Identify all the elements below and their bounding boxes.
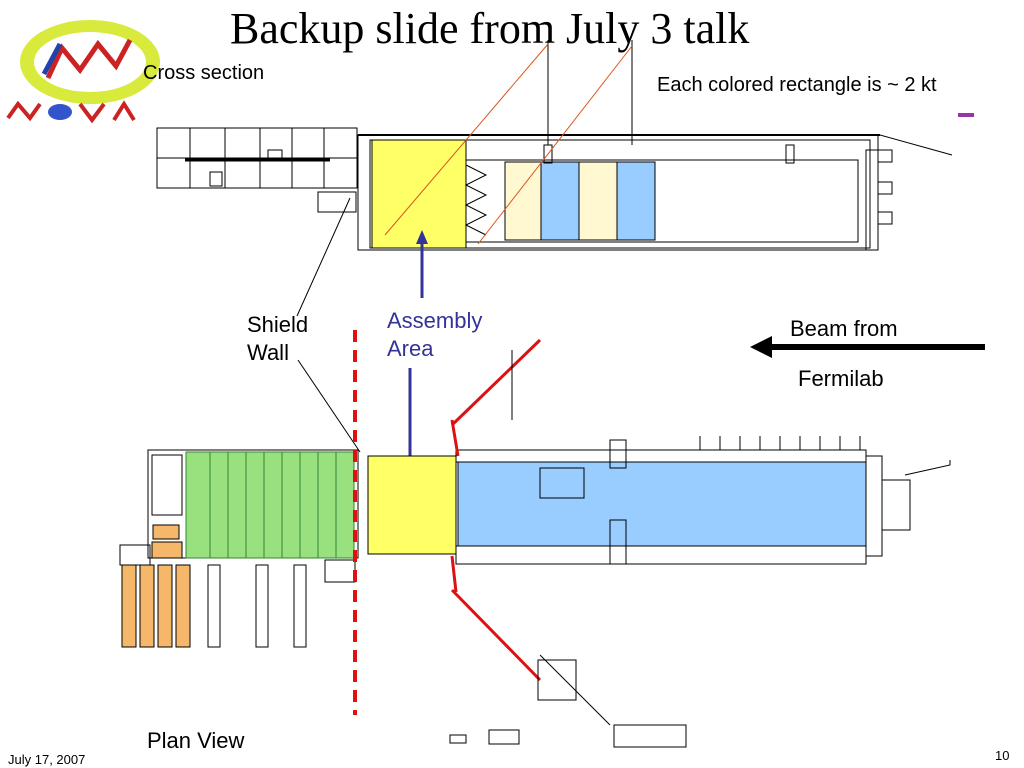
nova-logo: [6, 20, 160, 124]
shield-wall-label-line1: Shield: [247, 312, 309, 337]
beam-label-line2: Fermilab: [798, 366, 884, 391]
plan-view-drawing: [119, 338, 951, 726]
slide-date: July 17, 2007: [8, 752, 86, 767]
rectangle-note: Each colored rectangle is ~ 2 kt: [657, 74, 937, 96]
assembly-area-label-line1: Assembly: [387, 308, 483, 333]
slide-page-number: 10: [995, 748, 1010, 763]
marker-dash: [958, 113, 974, 117]
slide-title: Backup slide from July 3 talk: [230, 4, 750, 53]
bottom-symbols: [449, 724, 687, 748]
shield-wall-label-line2: Wall: [247, 340, 289, 365]
plan-view-label: Plan View: [147, 728, 245, 753]
cross-section-drawing: [156, 40, 953, 317]
beam-label-line1: Beam from: [790, 316, 898, 341]
assembly-area-label-line2: Area: [387, 336, 434, 361]
cross-section-label: Cross section: [143, 62, 265, 84]
